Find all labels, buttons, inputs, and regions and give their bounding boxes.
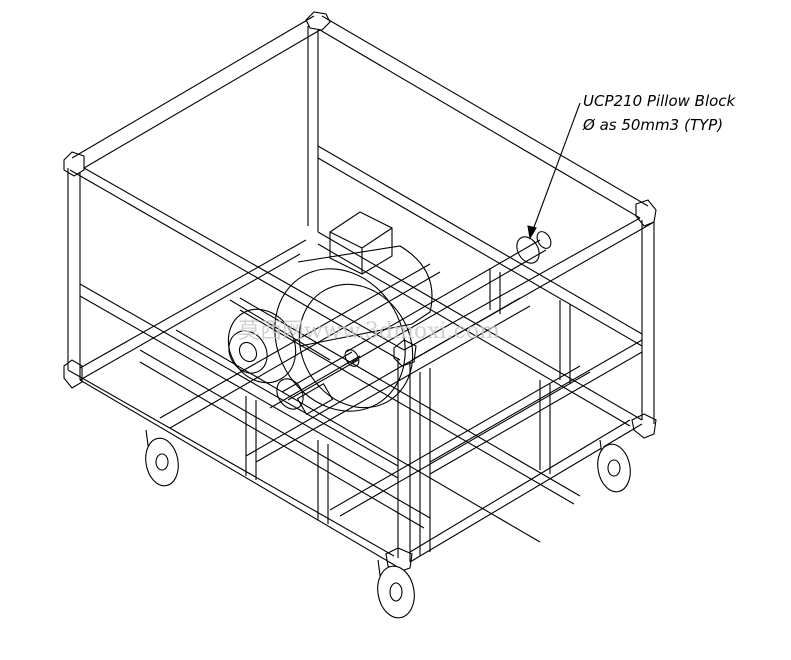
callout-leader xyxy=(527,102,581,240)
callout-line-1: UCP210 Pillow Block xyxy=(583,92,737,110)
caster-wheel-left xyxy=(145,429,179,487)
caster-wheels xyxy=(145,429,631,619)
motor-assembly xyxy=(227,211,552,416)
watermark-text: 莫西网www.3dmoxi.com xyxy=(238,319,500,344)
frame-tubes xyxy=(63,11,657,573)
caster-wheel-right xyxy=(597,439,631,493)
callout-line-2: Ø as 50mm3 (TYP) xyxy=(582,116,723,134)
caster-wheel-front xyxy=(377,559,415,619)
